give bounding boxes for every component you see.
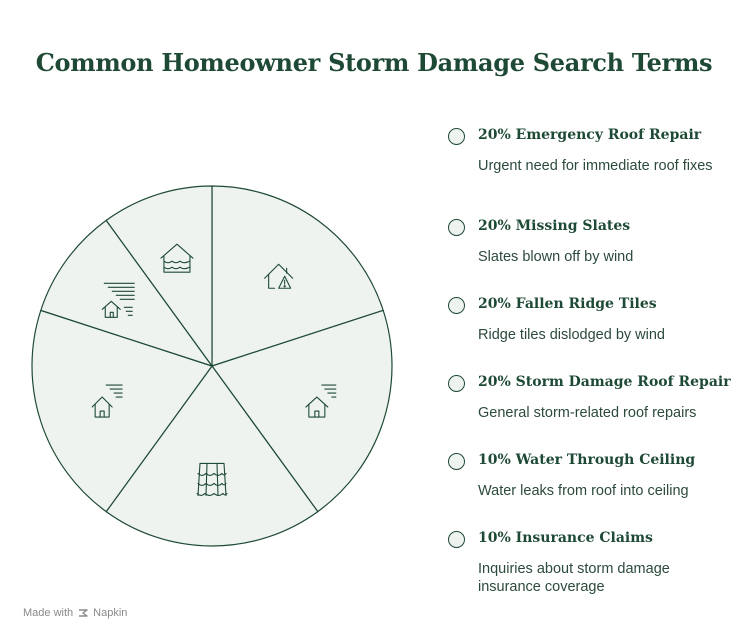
legend-description: Inquiries about storm damage insurance c… xyxy=(478,561,670,595)
legend-marker xyxy=(448,297,465,314)
legend-label: 20% Fallen Ridge Tiles xyxy=(478,296,657,312)
legend-marker xyxy=(448,375,465,392)
napkin-brand: Napkin xyxy=(93,607,128,619)
legend-label: 20% Missing Slates xyxy=(478,218,631,234)
house-wind-claim-icon xyxy=(101,282,135,318)
pie-slice-insurance-claims xyxy=(40,219,213,367)
chart-title: Common Homeowner Storm Damage Search Ter… xyxy=(35,48,713,77)
roof-tiles-icon xyxy=(196,462,228,496)
legend-label: 20% Emergency Roof Repair xyxy=(478,127,702,143)
pie-slice-missing-slates xyxy=(31,309,213,513)
legend-marker xyxy=(448,219,465,236)
legend-marker xyxy=(448,128,465,145)
made-with-text: Made with xyxy=(23,607,74,619)
legend-label: 10% Water Through Ceiling xyxy=(478,452,696,468)
house-wind-icon xyxy=(91,384,123,418)
house-storm-icon xyxy=(305,384,337,418)
pie-slice-storm-damage-roof-repair xyxy=(211,309,393,513)
napkin-logo-icon xyxy=(79,609,88,617)
pie-slice-water-through-ceiling xyxy=(105,185,213,367)
pie-slice-emergency-roof-repair xyxy=(211,185,384,367)
footer: Made with Napkin xyxy=(23,607,127,619)
legend-description: Urgent need for immediate roof fixes xyxy=(478,158,713,174)
legend-label: 20% Storm Damage Roof Repair xyxy=(478,374,731,390)
house-warning-icon xyxy=(264,263,294,289)
house-flood-icon xyxy=(160,243,194,273)
legend-description: Ridge tiles dislodged by wind xyxy=(478,327,665,343)
legend-description: Slates blown off by wind xyxy=(478,249,634,265)
legend-label: 10% Insurance Claims xyxy=(478,530,653,546)
pie-slice-fallen-ridge-tiles xyxy=(105,365,319,547)
legend-marker xyxy=(448,453,465,470)
legend-marker xyxy=(448,531,465,548)
legend-description: General storm-related roof repairs xyxy=(478,405,697,421)
legend-description: Water leaks from roof into ceiling xyxy=(478,483,689,499)
